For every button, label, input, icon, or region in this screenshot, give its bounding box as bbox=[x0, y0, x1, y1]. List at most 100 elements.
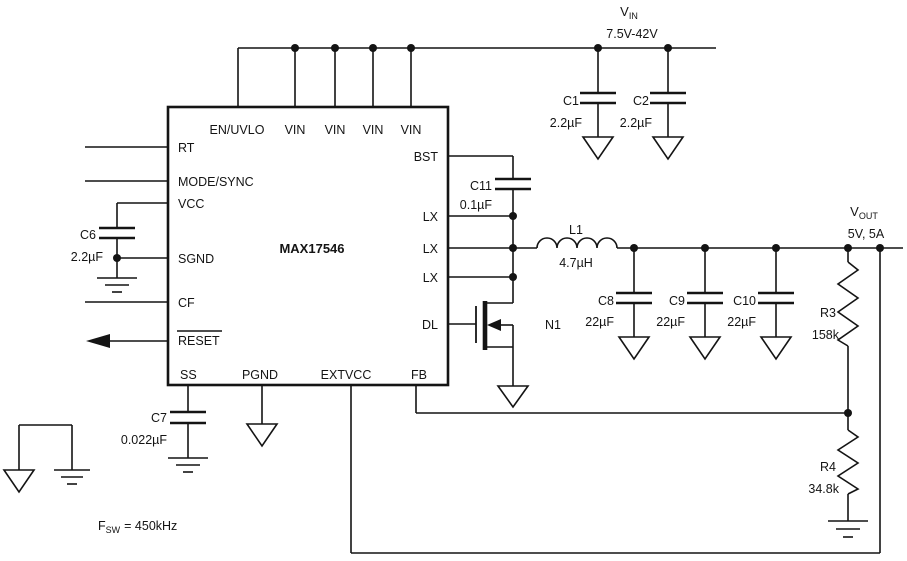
ground-icon bbox=[617, 336, 651, 361]
pin-label-ss: SS bbox=[180, 368, 197, 382]
vin-net-label: VIN 7.5V-42V bbox=[606, 4, 658, 41]
pin-label-fb: FB bbox=[411, 368, 427, 382]
junction-dot bbox=[844, 409, 852, 417]
ground-icon bbox=[245, 423, 279, 448]
resistor-r4: R4 34.8k bbox=[808, 413, 868, 538]
c1-value-label: 2.2µF bbox=[550, 116, 583, 130]
junction-dot bbox=[772, 244, 780, 252]
c2-value-label: 2.2µF bbox=[620, 116, 653, 130]
pin-label-pgnd: PGND bbox=[242, 368, 278, 382]
pin-label-sgnd: SGND bbox=[178, 252, 214, 266]
ground-icon bbox=[496, 385, 530, 409]
c2-ref-label: C2 bbox=[633, 94, 649, 108]
pin-label-lx-3: LX bbox=[423, 271, 439, 285]
vin-range-label: 7.5V-42V bbox=[606, 27, 658, 41]
r4-ref-label: R4 bbox=[820, 460, 836, 474]
c8-value-label: 22µF bbox=[585, 315, 614, 329]
pin-label-bst: BST bbox=[414, 150, 439, 164]
junction-dot bbox=[407, 44, 415, 52]
fsw-annotation: FSW= 450kHz bbox=[98, 519, 177, 535]
c9-value-label: 22µF bbox=[656, 315, 685, 329]
c7-value-label: 0.022µF bbox=[121, 433, 167, 447]
capacitor-c8: C8 22µF bbox=[585, 248, 652, 361]
c11-ref-label: C11 bbox=[470, 179, 492, 193]
pin-label-cf: CF bbox=[178, 296, 195, 310]
vout-label-sub: OUT bbox=[859, 211, 879, 221]
r4-value-label: 34.8k bbox=[808, 482, 839, 496]
c6-value-label: 2.2µF bbox=[71, 250, 104, 264]
capacitor-c11: C11 0.1µF bbox=[460, 177, 531, 212]
junction-dot bbox=[876, 244, 884, 252]
capacitor-c10: C10 22µF bbox=[727, 248, 794, 361]
earth-ground-icon bbox=[97, 277, 137, 293]
pin-label-vin-3: VIN bbox=[363, 123, 384, 137]
capacitor-c2: C2 2.2µF bbox=[620, 48, 686, 161]
r3-value-label: 158k bbox=[812, 328, 840, 342]
wiring bbox=[85, 47, 903, 554]
junction-dot bbox=[113, 254, 121, 262]
pin-label-en-uvlo: EN/UVLO bbox=[210, 123, 265, 137]
pin-label-reset: RESET bbox=[178, 334, 220, 348]
ground-tie-symbol bbox=[2, 424, 90, 494]
c10-ref-label: C10 bbox=[733, 294, 756, 308]
vout-label: VOUT bbox=[850, 204, 878, 221]
reset-arrow-icon bbox=[86, 334, 110, 348]
resistor-r3: R3 158k bbox=[812, 248, 860, 413]
vin-label-sub: IN bbox=[629, 11, 638, 21]
c9-ref-label: C9 bbox=[669, 294, 685, 308]
fsw-value: = 450kHz bbox=[124, 519, 177, 533]
ic-max17546: EN/UVLO VIN VIN VIN VIN RT MODE/SYNC VCC… bbox=[166, 105, 450, 387]
fsw-prefix: F bbox=[98, 519, 106, 533]
capacitor-c9: C9 22µF bbox=[656, 248, 723, 361]
junction-dot bbox=[509, 244, 517, 252]
l1-value-label: 4.7µH bbox=[559, 256, 593, 270]
ground-icon bbox=[2, 469, 36, 494]
earth-ground-icon bbox=[168, 457, 208, 473]
ground-icon bbox=[651, 136, 685, 161]
junction-dot bbox=[844, 244, 852, 252]
pin-label-vin-4: VIN bbox=[401, 123, 422, 137]
capacitor-c6: C6 2.2µF bbox=[71, 226, 137, 293]
junction-dot bbox=[594, 44, 602, 52]
junction-dot bbox=[369, 44, 377, 52]
vin-label-main: V bbox=[620, 4, 629, 19]
pin-label-dl: DL bbox=[422, 318, 438, 332]
pin-label-extvcc: EXTVCC bbox=[321, 368, 372, 382]
pin-label-vin-2: VIN bbox=[325, 123, 346, 137]
pin-label-mode-sync: MODE/SYNC bbox=[178, 175, 254, 189]
l1-ref-label: L1 bbox=[569, 223, 583, 237]
junction-dots bbox=[113, 44, 884, 417]
resistor-zigzag bbox=[836, 261, 860, 347]
pin-label-vin-1: VIN bbox=[285, 123, 306, 137]
earth-ground-icon bbox=[828, 520, 868, 538]
vout-label-main: V bbox=[850, 204, 859, 219]
ground-icon bbox=[581, 136, 615, 161]
mosfet-n1: N1 bbox=[475, 301, 561, 409]
resistor-zigzag bbox=[836, 429, 860, 495]
mosfet-body-arrow-icon bbox=[487, 319, 501, 331]
junction-dot bbox=[701, 244, 709, 252]
n1-ref-label: N1 bbox=[545, 318, 561, 332]
vout-spec-label: 5V, 5A bbox=[848, 227, 885, 241]
pin-label-lx-1: LX bbox=[423, 210, 439, 224]
ground-icon bbox=[759, 336, 793, 361]
capacitor-c7: C7 0.022µF bbox=[121, 410, 208, 473]
c6-ref-label: C6 bbox=[80, 228, 96, 242]
c10-value-label: 22µF bbox=[727, 315, 756, 329]
capacitor-c1: C1 2.2µF bbox=[550, 48, 616, 161]
junction-dot bbox=[509, 212, 517, 220]
junction-dot bbox=[509, 273, 517, 281]
vin-label: VIN bbox=[620, 4, 638, 21]
pin-label-vcc: VCC bbox=[178, 197, 204, 211]
junction-dot bbox=[630, 244, 638, 252]
junction-dot bbox=[664, 44, 672, 52]
r3-ref-label: R3 bbox=[820, 306, 836, 320]
inductor-l1: L1 4.7µH bbox=[536, 223, 618, 270]
pin-label-lx-2: LX bbox=[423, 242, 439, 256]
pin-label-rt: RT bbox=[178, 141, 195, 155]
c8-ref-label: C8 bbox=[598, 294, 614, 308]
ground-icon bbox=[688, 336, 722, 361]
c1-ref-label: C1 bbox=[563, 94, 579, 108]
